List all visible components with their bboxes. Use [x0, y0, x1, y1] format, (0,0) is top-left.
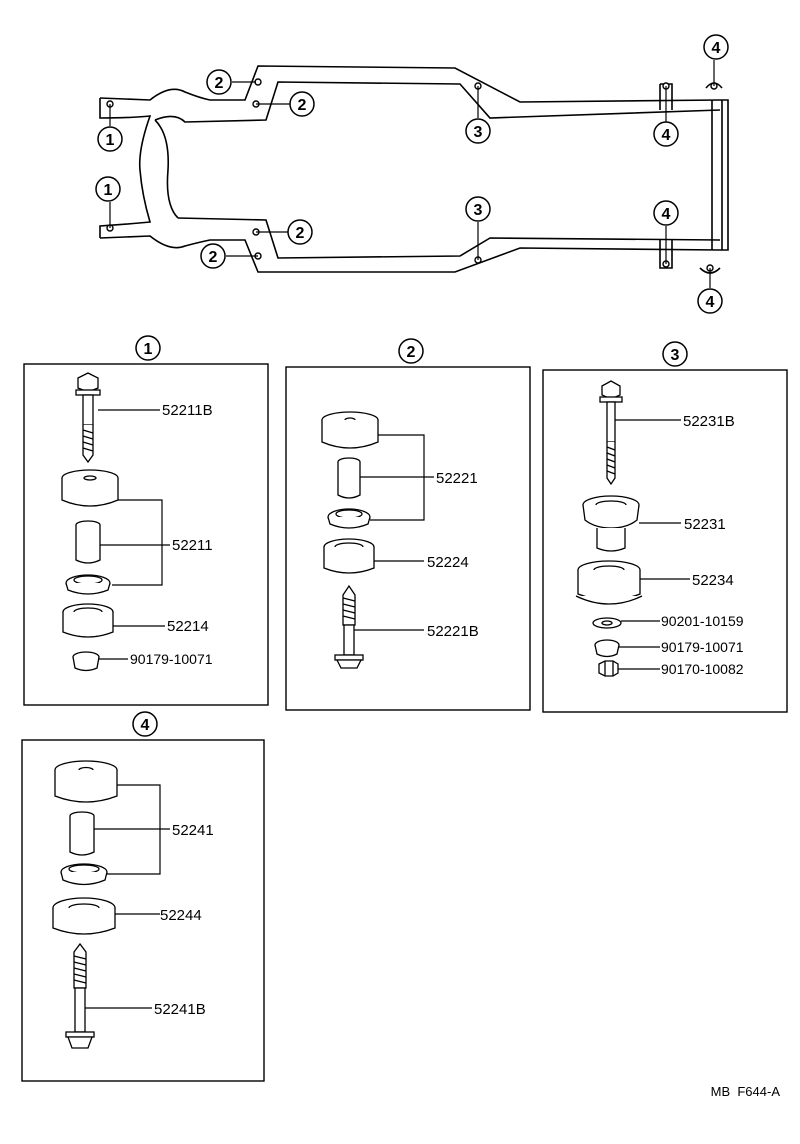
frame-marker-3-upper	[465, 118, 491, 144]
retainer-52241	[60, 863, 108, 886]
frame-marker-2-c	[287, 219, 313, 245]
retainer-52211	[65, 574, 111, 595]
washer-90201-10159	[592, 617, 622, 629]
cushion-52234	[575, 560, 643, 605]
diagram-code: MB F644-A	[711, 1084, 781, 1099]
retainer-52221	[327, 508, 371, 529]
cushion-upper-52241	[54, 760, 118, 803]
label-52211: 52211	[172, 537, 213, 554]
sleeve-52211	[75, 520, 101, 564]
group-3-panel: 52231B 52231 52234 90201-10159 90179-100…	[542, 341, 788, 713]
group-2-number	[398, 338, 424, 364]
nut-90170-10082	[598, 660, 619, 677]
cushion-52231	[582, 495, 640, 552]
frame-outline	[99, 65, 729, 274]
frame-marker-1-upper	[97, 126, 123, 152]
label-52234: 52234	[692, 572, 734, 589]
label-52221B: 52221B	[427, 623, 479, 640]
group-1-panel: 52211B 52211 52214 90179-10071	[23, 335, 269, 706]
frame-marker-2-b	[289, 91, 315, 117]
cushion-52224	[323, 538, 375, 574]
frame-marker-4-c	[703, 34, 729, 60]
bolt-52241B	[65, 942, 95, 1049]
nut-90179-10071-g1	[72, 651, 100, 672]
frame-marker-2-a	[206, 69, 232, 95]
cushion-52244	[52, 897, 116, 935]
label-90170-10082: 90170-10082	[661, 661, 744, 677]
label-52231: 52231	[684, 516, 726, 533]
group-4-panel: 52241 52244 52241B	[21, 711, 265, 1082]
group-2-panel: 52221 52224 52221B	[285, 338, 531, 711]
label-52244: 52244	[160, 907, 202, 924]
sleeve-52241	[69, 811, 95, 856]
frame-marker-4-b	[653, 200, 679, 226]
nut-90179-10071-g3	[594, 639, 620, 658]
cushion-upper-52211	[61, 469, 119, 507]
group-4-number	[132, 711, 158, 737]
label-52211B: 52211B	[162, 402, 213, 419]
group-1-number	[135, 335, 161, 361]
label-90179-10071-g3: 90179-10071	[661, 639, 744, 655]
frame-marker-3-lower	[465, 196, 491, 222]
frame-marker-4-a	[653, 121, 679, 147]
bolt-52211B	[75, 372, 101, 464]
label-52231B: 52231B	[683, 413, 735, 430]
frame-marker-4-d	[697, 288, 723, 314]
label-90201-10159: 90201-10159	[661, 613, 744, 629]
sleeve-52221	[337, 457, 361, 499]
label-52241: 52241	[172, 822, 214, 839]
label-52221: 52221	[436, 470, 478, 487]
bolt-52221B	[334, 584, 364, 669]
bolt-52231B	[599, 380, 623, 486]
cushion-upper-52221	[321, 411, 379, 449]
label-52214: 52214	[167, 618, 209, 635]
frame-marker-1-lower	[95, 176, 121, 202]
cushion-52214	[62, 603, 114, 638]
label-90179-10071-g1: 90179-10071	[130, 651, 213, 667]
frame-marker-2-d	[200, 243, 226, 269]
label-52224: 52224	[427, 554, 469, 571]
frame-leaders	[109, 60, 715, 288]
label-52241B: 52241B	[154, 1001, 206, 1018]
group-3-number	[662, 341, 688, 367]
